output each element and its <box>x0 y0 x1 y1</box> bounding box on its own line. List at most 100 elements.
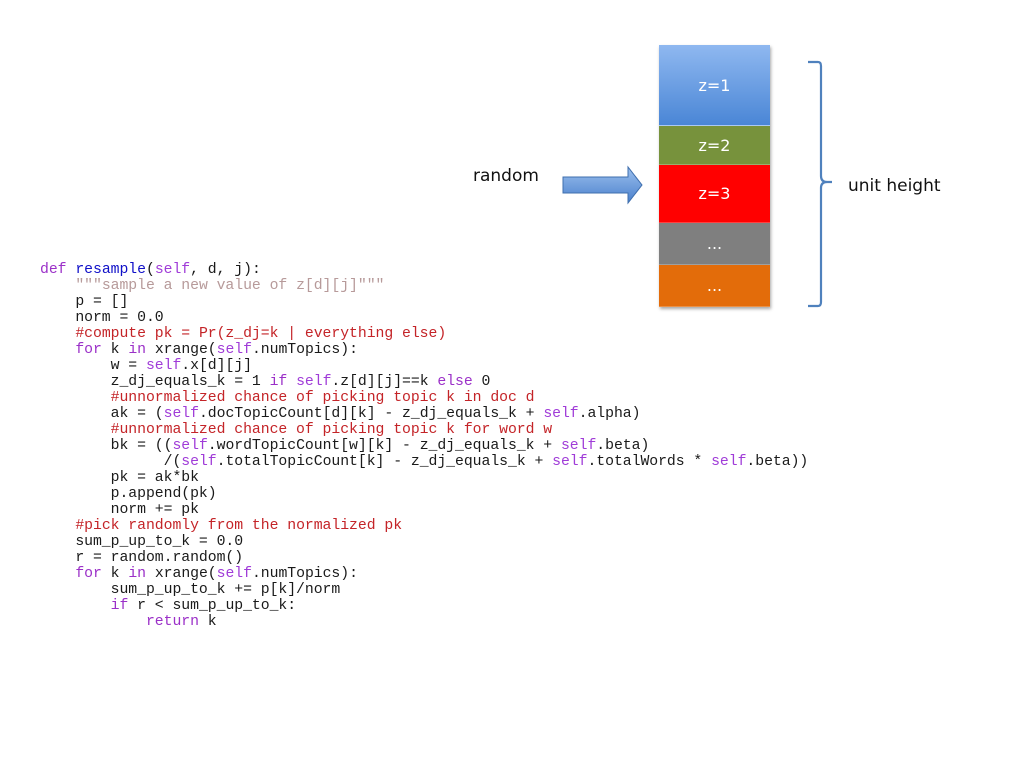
stack-segment: z=3 <box>659 165 770 223</box>
code-token-self: self <box>172 438 208 454</box>
code-token-plain: r < sum_p_up_to_k: <box>128 598 297 614</box>
code-token-self: self <box>711 454 747 470</box>
code-token-plain: z_dj_equals_k = 1 <box>40 374 270 390</box>
unit-height-label: unit height <box>848 176 941 196</box>
code-line: norm = 0.0 <box>40 310 808 326</box>
code-token-plain: .numTopics): <box>251 342 358 358</box>
code-token-plain: /( <box>40 454 182 470</box>
code-token-plain: .x[d][j] <box>181 358 252 374</box>
right-arrow-icon <box>562 165 643 205</box>
code-token-plain: sum_p_up_to_k = 0.0 <box>40 534 244 550</box>
code-token-com: #compute pk = Pr(z_dj=k | everything els… <box>75 326 447 342</box>
code-token-plain: p = [] <box>40 294 129 310</box>
code-token-kw: in <box>128 566 146 582</box>
code-token-str: """sample a new value of z[d][j]""" <box>75 278 385 294</box>
code-token-plain: .totalWords * <box>587 454 712 470</box>
code-line: /(self.totalTopicCount[k] - z_dj_equals_… <box>40 454 809 470</box>
code-token-self: self <box>216 566 252 582</box>
code-token-kw: if <box>110 598 129 614</box>
code-token-plain <box>40 422 111 438</box>
code-token-plain: ( <box>145 262 155 278</box>
code-line: #compute pk = Pr(z_dj=k | everything els… <box>40 326 808 342</box>
code-token-kw: if <box>269 374 288 390</box>
code-token-com: #unnormalized chance of picking topic k … <box>110 390 535 406</box>
code-token-plain <box>40 598 111 614</box>
code-line: z_dj_equals_k = 1 if self.z[d][j]==k els… <box>40 374 808 390</box>
code-token-plain <box>40 390 111 406</box>
code-token-plain <box>40 342 75 358</box>
code-token-self: self <box>552 454 588 470</box>
code-token-plain: .alpha) <box>578 406 641 422</box>
code-token-plain: pk = ak*bk <box>40 470 199 486</box>
code-line: p = [] <box>40 294 808 310</box>
code-token-plain: bk = (( <box>40 438 173 454</box>
code-token-plain: p.append(pk) <box>40 486 217 502</box>
code-token-plain: .numTopics): <box>251 566 358 582</box>
code-token-plain <box>40 326 75 342</box>
code-token-self: self <box>216 342 252 358</box>
code-token-plain <box>40 518 75 534</box>
stack-segment: z=2 <box>659 126 770 165</box>
code-token-kw: def <box>40 262 76 278</box>
code-token-plain: k <box>101 342 129 358</box>
code-line: if r < sum_p_up_to_k: <box>40 598 808 614</box>
right-brace-icon <box>808 60 832 308</box>
code-line: #pick randomly from the normalized pk <box>40 518 808 534</box>
code-token-com: #pick randomly from the normalized pk <box>75 518 403 534</box>
code-token-plain: .wordTopicCount[w][k] - z_dj_equals_k + <box>207 438 561 454</box>
code-token-plain: .z[d][j]==k <box>331 374 438 390</box>
code-token-plain: .totalTopicCount[k] - z_dj_equals_k + <box>216 454 553 470</box>
code-token-plain: 0 <box>472 374 491 390</box>
code-token-kw: else <box>437 374 473 390</box>
code-line: sum_p_up_to_k = 0.0 <box>40 534 808 550</box>
code-token-func: resample <box>75 262 146 278</box>
code-token-plain: k <box>101 566 129 582</box>
code-line: #unnormalized chance of picking topic k … <box>40 390 808 406</box>
code-token-self: self <box>296 374 332 390</box>
code-token-plain <box>40 278 75 294</box>
code-line: for k in xrange(self.numTopics): <box>40 566 808 582</box>
code-token-plain: sum_p_up_to_k += p[k]/norm <box>40 582 341 598</box>
code-token-plain <box>40 614 146 630</box>
code-line: bk = ((self.wordTopicCount[w][k] - z_dj_… <box>40 438 808 454</box>
code-token-self: self <box>154 262 191 278</box>
stack-segment: ... <box>659 223 770 265</box>
code-token-self: self <box>560 438 597 454</box>
code-token-plain: r = random.random() <box>40 550 244 566</box>
code-line: norm += pk <box>40 502 808 518</box>
code-token-self: self <box>163 406 199 422</box>
code-token-self: self <box>181 454 217 470</box>
code-line: pk = ak*bk <box>40 470 808 486</box>
code-token-kw: return <box>145 614 199 630</box>
code-line: p.append(pk) <box>40 486 808 502</box>
code-line: sum_p_up_to_k += p[k]/norm <box>40 582 808 598</box>
stack-segment: ... <box>659 265 770 307</box>
code-token-plain <box>287 374 296 390</box>
code-line: def resample(self, d, j): <box>40 262 808 278</box>
code-token-plain: norm = 0.0 <box>40 310 164 326</box>
code-token-plain: xrange( <box>146 342 217 358</box>
code-token-plain: xrange( <box>146 566 217 582</box>
code-line: #unnormalized chance of picking topic k … <box>40 422 808 438</box>
code-line: """sample a new value of z[d][j]""" <box>40 278 808 294</box>
resample-code-block: def resample(self, d, j): """sample a ne… <box>40 262 808 630</box>
code-token-plain: .beta) <box>596 438 650 454</box>
code-token-plain <box>40 566 75 582</box>
code-line: r = random.random() <box>40 550 808 566</box>
code-line: return k <box>40 614 808 630</box>
code-token-self: self <box>543 406 579 422</box>
code-token-plain: .docTopicCount[d][k] - z_dj_equals_k + <box>198 406 544 422</box>
code-token-kw: in <box>128 342 146 358</box>
code-token-com: #unnormalized chance of picking topic k … <box>110 422 553 438</box>
code-token-plain: norm += pk <box>40 502 199 518</box>
code-token-plain: w = <box>40 358 146 374</box>
random-label: random <box>473 166 539 186</box>
code-token-kw: for <box>75 342 102 358</box>
stack-segment: z=1 <box>659 45 770 126</box>
code-token-self: self <box>145 358 182 374</box>
code-line: ak = (self.docTopicCount[d][k] - z_dj_eq… <box>40 406 808 422</box>
code-token-kw: for <box>75 566 102 582</box>
code-token-plain: , d, j): <box>190 262 261 278</box>
code-token-plain: .beta)) <box>746 454 809 470</box>
